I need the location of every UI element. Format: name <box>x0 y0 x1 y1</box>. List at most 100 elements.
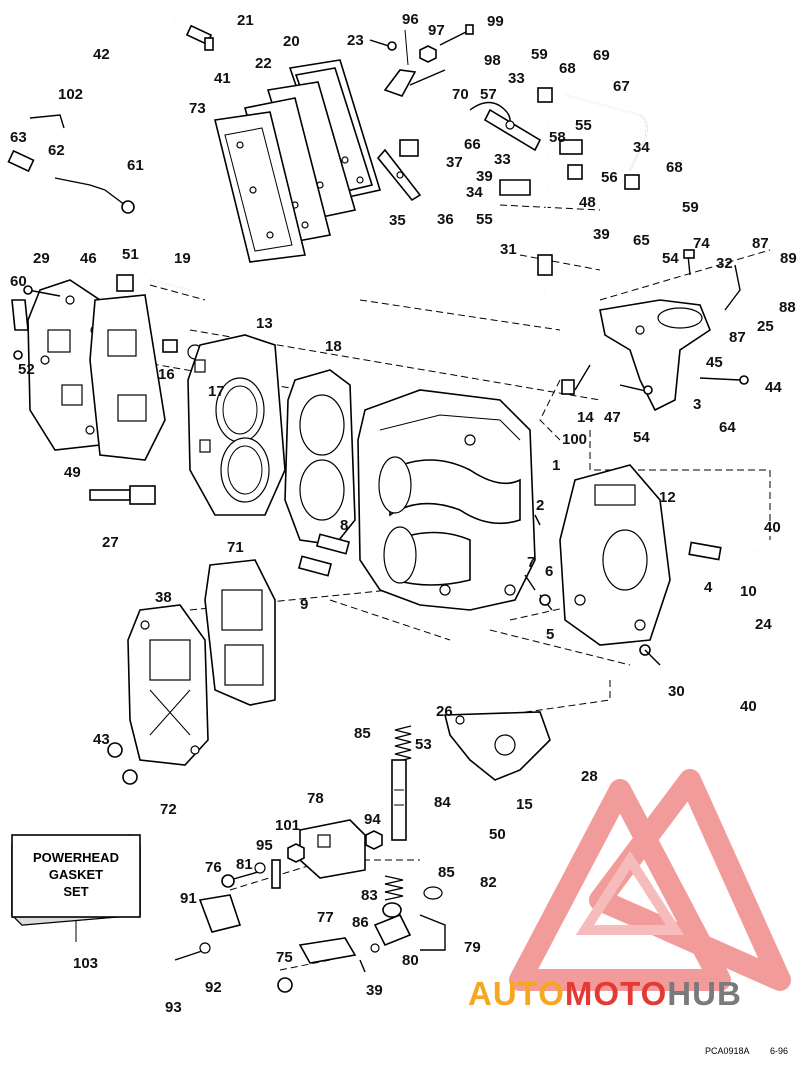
wordmark-hub: HUB <box>667 975 742 1012</box>
crankcase-1 <box>559 464 671 646</box>
callout-39: 39 <box>593 226 610 243</box>
callout-18: 18 <box>325 338 342 355</box>
callout-95: 95 <box>256 837 273 854</box>
fitting-68 <box>537 87 640 190</box>
callout-55: 55 <box>476 211 493 228</box>
callout-19: 19 <box>174 250 191 267</box>
bolt-19 <box>149 279 191 291</box>
lever-57 <box>483 108 542 152</box>
callout-12: 12 <box>659 489 676 506</box>
callout-32: 32 <box>716 255 733 272</box>
nuts-94-101 <box>287 830 383 863</box>
link-55-48 <box>559 139 583 180</box>
callout-102: 102 <box>58 86 83 103</box>
callout-3: 3 <box>693 396 701 413</box>
spark-plug-27 <box>89 485 156 505</box>
link-77 <box>298 937 357 964</box>
bushing-37 <box>399 139 419 157</box>
callout-73: 73 <box>189 100 206 117</box>
callout-61: 61 <box>127 157 144 174</box>
callout-4: 4 <box>704 579 713 596</box>
link-rod-31 <box>537 119 553 301</box>
callout-89: 89 <box>780 250 797 267</box>
head-gasket-18 <box>284 369 356 546</box>
callout-6: 6 <box>545 563 553 580</box>
callout-34: 34 <box>466 184 483 201</box>
bolt-76-81-95 <box>221 859 281 889</box>
callout-77: 77 <box>317 909 334 926</box>
callout-49: 49 <box>64 464 81 481</box>
wordmark-auto: AUTO <box>468 975 565 1012</box>
callout-99: 99 <box>487 13 504 30</box>
cover-38 <box>127 604 209 766</box>
washer-82 <box>423 886 443 900</box>
callout-59: 59 <box>682 199 699 216</box>
callout-22: 22 <box>255 55 272 72</box>
callout-81: 81 <box>236 856 253 873</box>
callout-96: 96 <box>402 11 419 28</box>
callout-35: 35 <box>389 212 406 229</box>
screws-92-93 <box>174 942 211 961</box>
bracket-45 <box>599 299 711 412</box>
callout-15: 15 <box>516 796 533 813</box>
callout-24: 24 <box>755 616 772 633</box>
fitting-21 <box>185 24 214 51</box>
screw-99 <box>439 24 474 46</box>
bracket-55 <box>499 179 531 196</box>
callout-84: 84 <box>434 794 451 811</box>
screw-23 <box>369 39 397 51</box>
callout-86: 86 <box>352 914 369 931</box>
callout-37: 37 <box>446 154 463 171</box>
callout-58: 58 <box>549 129 566 146</box>
callout-17: 17 <box>208 383 225 400</box>
callout-20: 20 <box>283 33 300 50</box>
callout-33: 33 <box>508 70 525 87</box>
callout-47: 47 <box>604 409 621 426</box>
callout-85: 85 <box>354 725 371 742</box>
sender-61 <box>104 189 135 214</box>
callout-53: 53 <box>415 736 432 753</box>
callout-52: 52 <box>18 361 35 378</box>
callout-33: 33 <box>494 151 511 168</box>
wordmark-moto: MOTO <box>565 975 667 1012</box>
callout-92: 92 <box>205 979 222 996</box>
callout-14: 14 <box>577 409 594 426</box>
dowel-pin-9 <box>297 555 333 577</box>
screw-14 <box>574 364 591 391</box>
dowel-4 <box>688 541 722 561</box>
automotohub-logo <box>509 769 791 991</box>
bolt-29 <box>23 285 61 297</box>
spring-85-top <box>394 725 412 763</box>
callout-42: 42 <box>93 46 110 63</box>
callout-39: 39 <box>366 982 383 999</box>
bracket-96 <box>383 29 417 97</box>
cylinder-block <box>357 389 536 611</box>
callout-64: 64 <box>719 419 736 436</box>
callout-25: 25 <box>757 318 774 335</box>
callout-80: 80 <box>402 952 419 969</box>
callout-16: 16 <box>158 366 175 383</box>
callout-57: 57 <box>480 86 497 103</box>
callout-83: 83 <box>361 887 378 904</box>
dowel-pin-8 <box>315 533 351 555</box>
callout-51: 51 <box>122 246 139 263</box>
screw-52 <box>13 350 23 360</box>
cam-83-86 <box>373 902 412 947</box>
callout-91: 91 <box>180 890 197 907</box>
callout-68: 68 <box>559 60 576 77</box>
gasket-71 <box>204 559 276 706</box>
callout-75: 75 <box>276 949 293 966</box>
callout-43: 43 <box>93 731 110 748</box>
callout-55: 55 <box>575 117 592 134</box>
gasket-49 <box>89 294 166 461</box>
gasket-73 <box>214 111 306 263</box>
callout-38: 38 <box>155 589 172 606</box>
screws-44-3-64 <box>619 375 749 395</box>
wire-62 <box>54 177 106 191</box>
callout-10: 10 <box>740 583 757 600</box>
callout-50: 50 <box>489 826 506 843</box>
clip-79 <box>419 914 446 951</box>
screws-75-80-39 <box>277 943 380 993</box>
screw-74 <box>683 249 695 276</box>
callout-103: 103 <box>73 955 98 972</box>
